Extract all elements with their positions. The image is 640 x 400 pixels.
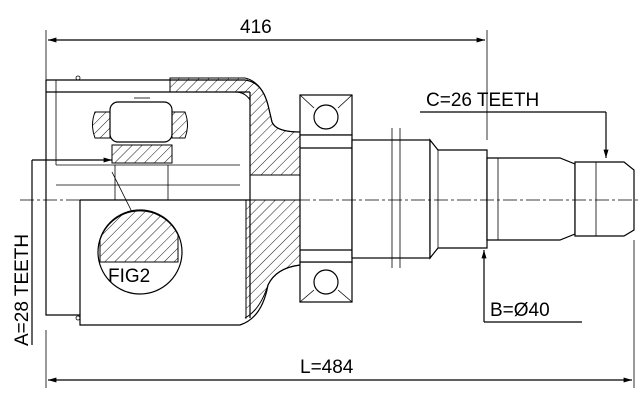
dimension-416: 416 — [45, 17, 488, 140]
spline-a-callout: A=28 TEETH — [12, 157, 113, 346]
spline-c-label: C=26 TEETH — [426, 90, 539, 111]
fig2-label: FIG2 — [108, 266, 150, 287]
joint-housing — [45, 75, 301, 326]
bearing — [299, 94, 353, 303]
fig2-detail: FIG2 — [97, 171, 183, 295]
dimension-484: L=484 — [45, 240, 635, 388]
shaft — [299, 128, 635, 268]
spline-a-label: A=28 TEETH — [12, 234, 33, 346]
spline-b-label: B=Ø40 — [490, 300, 550, 321]
spline-b-callout: B=Ø40 — [481, 250, 582, 323]
spline-c-callout: C=26 TEETH — [420, 90, 609, 158]
dimension-416-label: 416 — [240, 17, 272, 38]
dimension-484-label: L=484 — [300, 357, 354, 378]
